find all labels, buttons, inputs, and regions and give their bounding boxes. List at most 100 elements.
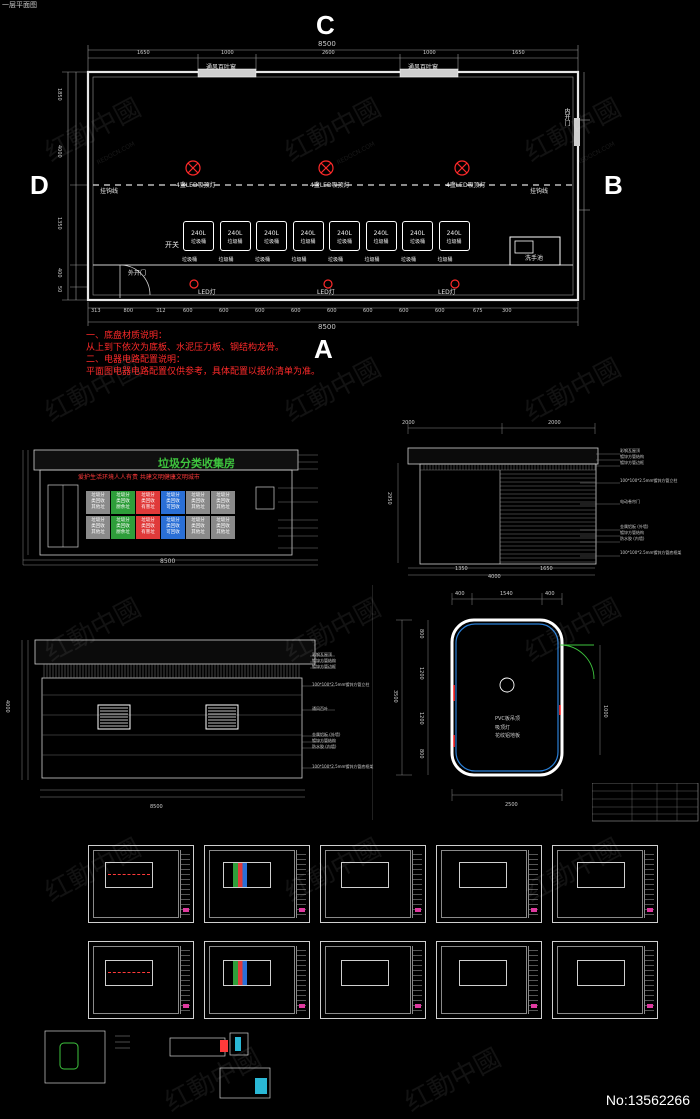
callout-text: 镀锌方管结构 <box>620 530 644 535</box>
outer-door-label: 外开门 <box>128 270 147 277</box>
sheet-frame <box>325 850 411 918</box>
dimension-value: 600 <box>255 308 265 314</box>
category-text: 可回收 <box>166 530 180 535</box>
category-text: 类回收 <box>191 499 205 504</box>
dimension-value: 600 <box>219 308 229 314</box>
category-text: 类回收 <box>116 499 130 504</box>
side-bottom-dim-2: 1650 <box>540 566 553 572</box>
dimension-value: 600 <box>291 308 301 314</box>
sheet-drawing <box>105 960 153 986</box>
dimension-value: 1200 <box>418 711 424 725</box>
sheet-mark <box>183 908 189 912</box>
bin-floor-label: 垃圾桶 <box>437 257 453 263</box>
dimension-value: 675 <box>473 308 483 314</box>
sheet-frame <box>557 946 643 1014</box>
sheet-drawing <box>577 862 625 888</box>
small-plan-top-dim-3: 400 <box>545 591 555 597</box>
dimension-value: 800 <box>123 308 134 314</box>
callout-text: 镀锌方管结构 <box>620 454 644 459</box>
sheet-thumbnail <box>320 941 426 1019</box>
sheet-title-strip <box>412 850 422 918</box>
sheet-frame <box>557 850 643 918</box>
category-text: 垃圾分 <box>91 518 105 523</box>
category-text: 有害垃 <box>141 505 155 510</box>
total-width-bottom: 8500 <box>318 323 336 331</box>
sheet-frame <box>209 946 295 1014</box>
callout-text: 金属铝板 (外墙) <box>620 524 649 529</box>
category-text: 垃圾分 <box>166 518 180 523</box>
sheet-drawing <box>223 960 271 986</box>
axis-letter-left: D <box>30 170 49 200</box>
callout-text: 彩钢瓦屋顶 <box>312 652 332 657</box>
vent-label-left: 通风百叶窗 <box>206 64 237 71</box>
category-text: 其他垃 <box>191 530 205 535</box>
small-plan-right-dim: 1000 <box>602 705 608 718</box>
bin-category-column: 垃圾分类回收厨余垃垃圾分类回收厨余垃 <box>111 491 135 541</box>
category-panel: 垃圾分类回收其他垃 <box>86 516 110 539</box>
sheet-red-line <box>108 972 150 973</box>
bin-floor-label: 垃圾桶 <box>218 257 234 263</box>
category-text: 可回收 <box>166 505 180 510</box>
sheet-thumbnail <box>204 941 310 1019</box>
title-block <box>592 783 699 822</box>
callout-text: 镀锌方管结构 <box>312 658 336 663</box>
sheet-title-strip <box>296 850 306 918</box>
small-plan-text-3: 花纹铝地板 <box>495 733 521 739</box>
small-plan-top-dim-1: 400 <box>455 591 465 597</box>
back-elevation <box>21 639 335 798</box>
category-text: 类回收 <box>166 499 180 504</box>
bin-capacity: 240L <box>446 230 462 237</box>
dimension-value: 1650 <box>512 50 525 56</box>
side-top-dim-1: 2000 <box>402 420 415 426</box>
switch-label: 开关 <box>165 241 179 249</box>
dimension-value: 600 <box>363 308 373 314</box>
bin-floor-label: 垃圾桶 <box>291 257 307 263</box>
callout-text: 100*100*2.5mm镀锌方管底框架 <box>312 764 374 769</box>
sheet-mark <box>299 1004 305 1008</box>
small-plan-top-dim-2: 1540 <box>500 591 513 597</box>
front-elevation <box>22 449 318 566</box>
bin-category-column: 垃圾分类回收有害垃垃圾分类回收有害垃 <box>136 491 160 541</box>
category-text: 类回收 <box>166 524 180 529</box>
dimension-value: 1850 <box>56 88 62 101</box>
dimension-value: 800 <box>418 749 424 759</box>
bin-capacity: 240L <box>264 230 279 237</box>
dimension-value: 4000 <box>56 144 62 158</box>
dimension-value: 1200 <box>418 666 424 680</box>
category-panel: 垃圾分类回收其他垃 <box>86 491 110 514</box>
sheet-thumbnail <box>204 845 310 923</box>
sheet-title-strip <box>528 850 538 918</box>
small-plan-height: 3500 <box>392 690 398 703</box>
dimension-value: 600 <box>399 308 409 314</box>
bin-type-label: 垃圾桶 <box>300 239 316 245</box>
bin-type-label: 垃圾桶 <box>227 239 243 245</box>
callout-text: 100*100*2.5mm镀锌方管立柱 <box>620 478 678 483</box>
front-sign: 垃圾分类收集房 <box>158 457 235 470</box>
sheet-drawing <box>577 960 625 986</box>
sheet-drawing <box>459 862 507 888</box>
dimension-value: 313 <box>91 308 101 314</box>
sheet-title-strip <box>180 850 190 918</box>
image-id: No:13562266 <box>605 1092 690 1108</box>
dimension-value: 300 <box>502 308 512 314</box>
small-plan-text-2: 吸顶灯 <box>495 725 511 731</box>
hook-label-right: 挂钩线 <box>530 188 549 195</box>
note-line-4: 平面图电器电路配置仅供参考，具体配置以报价清单为准。 <box>86 367 321 377</box>
side-elevation <box>397 423 620 576</box>
small-plan-width: 2500 <box>505 802 518 808</box>
category-panel: 垃圾分类回收其他垃 <box>211 491 235 514</box>
sheet-drawing <box>341 862 389 888</box>
bin-type-label: 垃圾桶 <box>336 239 352 245</box>
dimension-value: 1000 <box>423 50 436 56</box>
bin-type-label: 垃圾桶 <box>190 239 206 245</box>
bin-floor-label: 垃圾桶 <box>182 257 198 263</box>
front-width-dim: 8500 <box>160 558 176 565</box>
bin-capacity: 240L <box>227 230 243 237</box>
bin-category-column: 垃圾分类回收可回收垃圾分类回收可回收 <box>161 491 185 541</box>
total-width-top: 8500 <box>318 40 336 48</box>
callout-text: 电动卷帘门 <box>620 499 640 504</box>
